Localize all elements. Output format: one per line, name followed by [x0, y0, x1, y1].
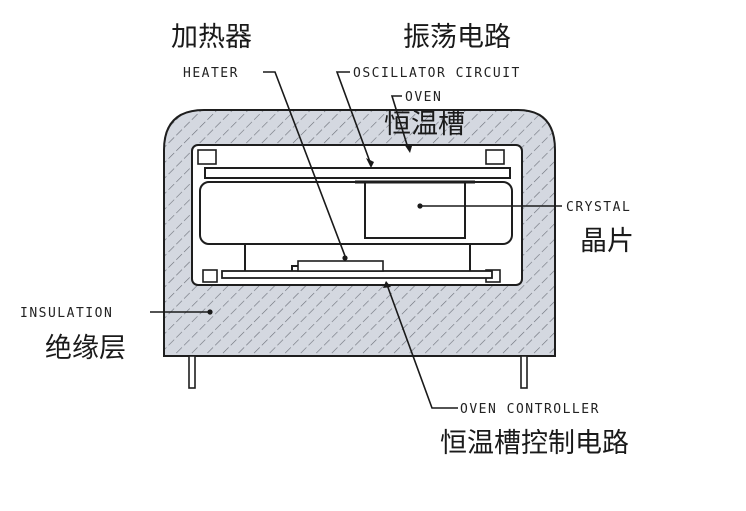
controller-board	[221, 270, 493, 279]
oven-label-cn: 恒温槽	[384, 109, 465, 140]
oscillator-label-en: OSCILLATOR CIRCUIT	[353, 66, 521, 81]
controller-label-en: OVEN CONTROLLER	[460, 402, 600, 417]
controller-leader	[385, 281, 458, 409]
crystal-label-en: CRYSTAL	[566, 200, 631, 215]
heater-dot	[342, 255, 348, 261]
heater-element	[297, 260, 384, 272]
oven-leader	[390, 95, 409, 149]
oscillator-label-cn: 振荡电路	[403, 22, 511, 53]
oscillator-leader	[335, 71, 371, 163]
oscillator-arrow	[366, 158, 374, 168]
oven-arrow	[404, 144, 412, 153]
heater-leader	[263, 71, 346, 257]
controller-label-cn: 恒温槽控制电路	[440, 428, 629, 459]
insulation-label-cn: 绝缘层	[45, 333, 126, 364]
mount-top-left	[197, 149, 217, 165]
heater-lead	[291, 265, 298, 271]
crystal-block	[364, 181, 466, 239]
crystal-label-cn: 晶片	[580, 226, 634, 257]
controller-arrow	[383, 281, 391, 288]
mount-bottom-left	[202, 269, 218, 283]
right-pin	[520, 355, 528, 389]
heater-label-en: HEATER	[183, 66, 239, 81]
mount-top-right	[485, 149, 505, 165]
insulation-label-en: INSULATION	[20, 306, 113, 321]
oven-label-en: OVEN	[405, 90, 442, 105]
crystal-dot	[417, 203, 423, 209]
left-pin	[188, 355, 196, 389]
insulation-dot	[207, 309, 213, 315]
oscillator-board	[204, 167, 511, 179]
heater-label-cn: 加热器	[171, 22, 252, 53]
